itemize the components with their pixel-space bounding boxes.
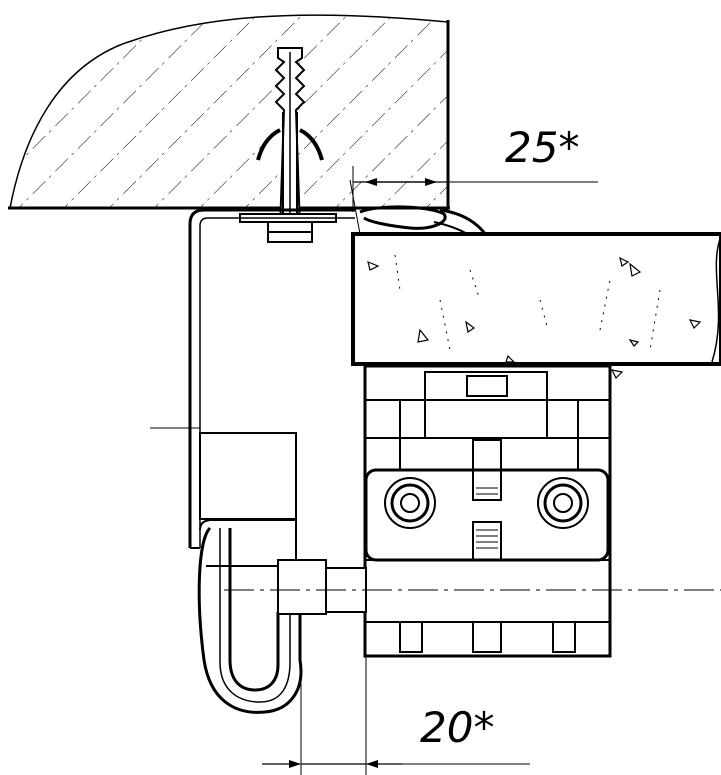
dimension-bottom xyxy=(262,656,530,775)
panel-section xyxy=(351,232,721,385)
anchor-dowel xyxy=(256,47,324,231)
dimension-label-bottom: 20* xyxy=(420,703,494,752)
dimension-top xyxy=(352,166,598,212)
hook-profile xyxy=(197,526,303,714)
hanger-block xyxy=(199,432,297,567)
center-lines xyxy=(150,179,721,591)
roller-left xyxy=(384,477,436,529)
axle xyxy=(277,559,367,615)
mounting-bracket xyxy=(188,208,355,549)
roller-right xyxy=(537,477,589,529)
roller-carriage xyxy=(363,364,612,658)
ceiling-slab xyxy=(8,14,450,210)
dimension-label-top: 25* xyxy=(505,123,579,172)
rib-lines xyxy=(476,487,498,549)
